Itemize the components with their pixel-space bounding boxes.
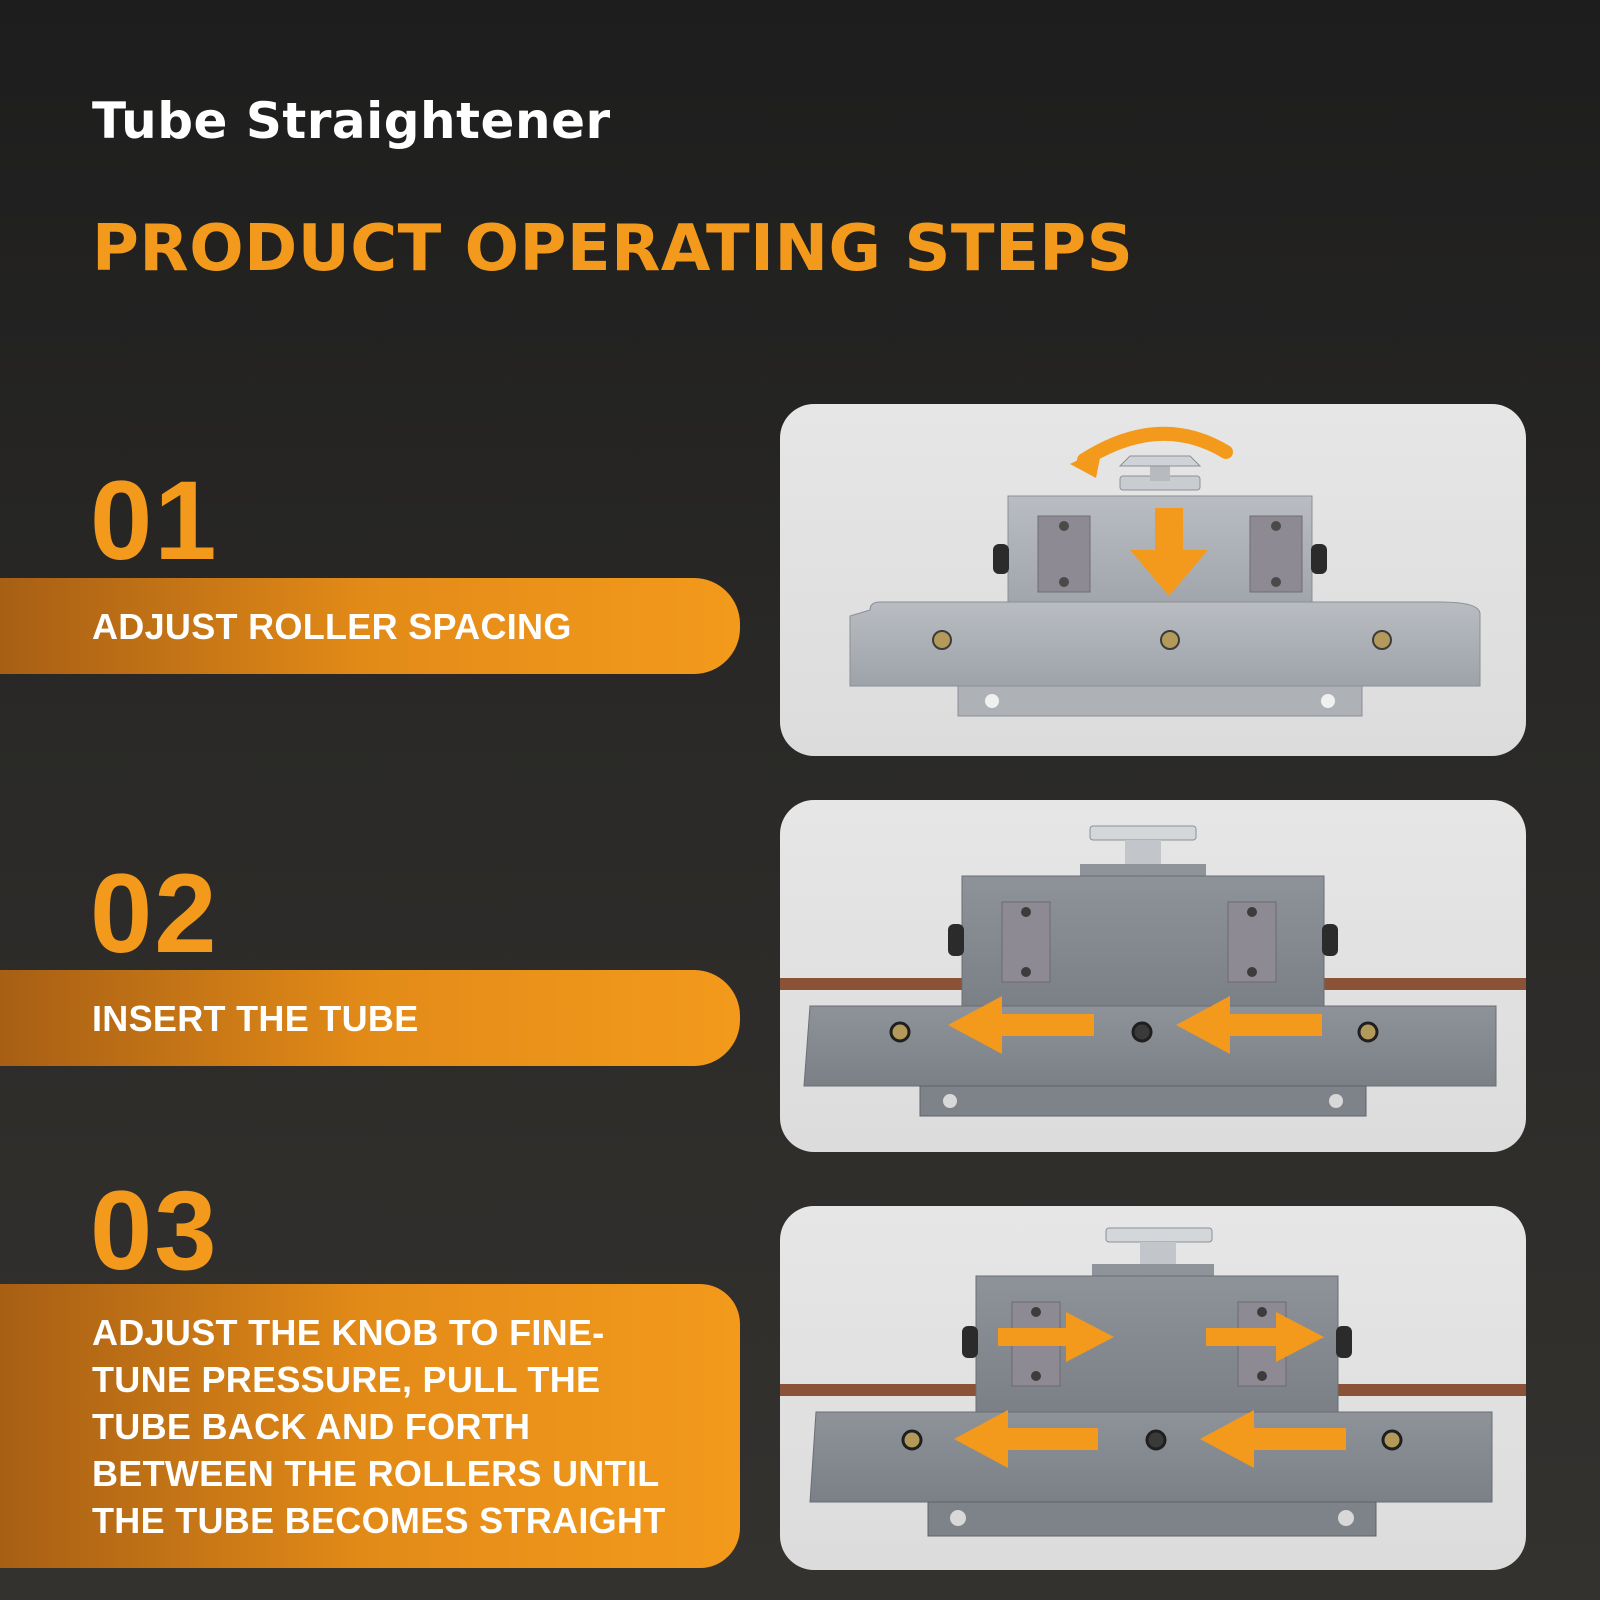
step-image-02 <box>780 800 1526 1152</box>
step-text-03: ADJUST THE KNOB TO FINE-TUNE PRESSURE, P… <box>92 1311 666 1541</box>
straightener-illustration-01 <box>849 426 1481 717</box>
step-image-03 <box>780 1206 1526 1570</box>
left-arrow-icon <box>1176 996 1322 1054</box>
step-bar-01: ADJUST ROLLER SPACING <box>0 578 740 674</box>
left-arrow-icon <box>954 1410 1098 1468</box>
straightener-illustration-03 <box>780 1227 1526 1537</box>
down-arrow-icon <box>1130 508 1208 596</box>
right-arrow-icon <box>998 1312 1114 1362</box>
rotate-arrow-icon <box>1070 426 1233 478</box>
step-image-01 <box>780 404 1526 756</box>
step-number-03: 03 <box>90 1168 219 1293</box>
step-number-02: 02 <box>90 851 219 976</box>
page-headline: PRODUCT OPERATING STEPS <box>92 212 1134 286</box>
brand-title: Tube Straightener <box>92 92 611 150</box>
right-arrow-icon <box>1206 1312 1324 1362</box>
step-bar-02: INSERT THE TUBE <box>0 970 740 1066</box>
straightener-illustration-02 <box>780 825 1526 1117</box>
step-text-02: INSERT THE TUBE <box>92 997 419 1039</box>
step-text-01: ADJUST ROLLER SPACING <box>92 605 572 647</box>
step-number-01: 01 <box>90 458 219 583</box>
left-arrow-icon <box>1200 1410 1346 1468</box>
left-arrow-icon <box>948 996 1094 1054</box>
step-bar-03: ADJUST THE KNOB TO FINE-TUNE PRESSURE, P… <box>0 1284 740 1568</box>
